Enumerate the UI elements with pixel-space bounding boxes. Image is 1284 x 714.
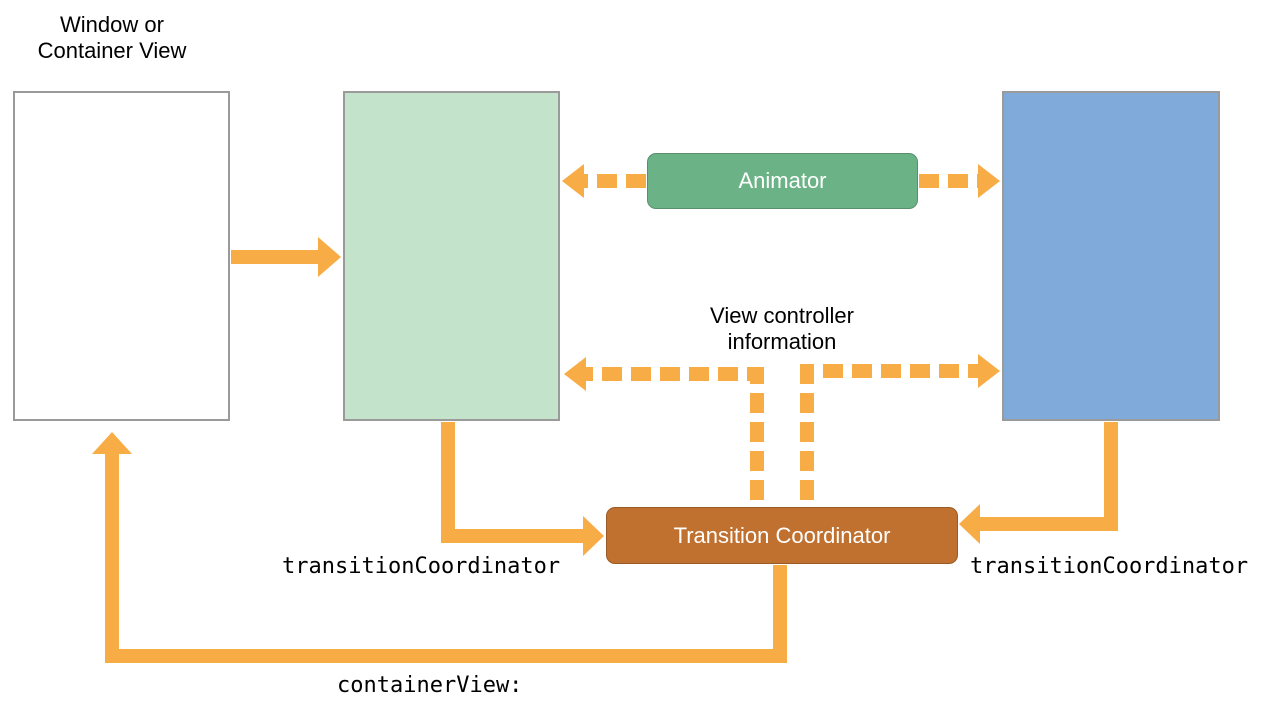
from-view-controller-box xyxy=(343,91,560,421)
arrow-window-to-from-view xyxy=(231,237,341,277)
container-view-code-label: containerView: xyxy=(337,673,523,698)
animator-label: Animator xyxy=(738,168,827,193)
transition-coordinator-to-code-label: transitionCoordinator xyxy=(970,554,1249,579)
to-view-controller-box xyxy=(1002,91,1220,421)
window-or-container-view-label: Window or Container View xyxy=(12,12,212,64)
view-controller-information-label: View controller information xyxy=(672,303,892,355)
window-container-view-box xyxy=(13,91,230,421)
transition-coordinator-node: Transition Coordinator xyxy=(606,507,958,564)
arrow-animator-to-to-view xyxy=(919,164,1000,198)
transition-coordinator-label: Transition Coordinator xyxy=(673,522,891,548)
arrow-vc-info-to-to-view xyxy=(800,354,1000,500)
arrow-from-view-to-coordinator xyxy=(441,422,604,556)
arrow-vc-info-to-from-view xyxy=(564,357,764,500)
animator-node: Animator xyxy=(647,153,918,209)
window-label-text: Window or Container View xyxy=(37,12,187,63)
arrow-coordinator-to-window xyxy=(92,432,787,663)
vc-info-label-text: View controller information xyxy=(710,303,854,354)
transition-coordinator-from-code-label: transitionCoordinator xyxy=(282,554,561,579)
arrow-animator-to-from-view xyxy=(562,164,646,198)
arrow-to-view-to-coordinator xyxy=(959,422,1118,544)
